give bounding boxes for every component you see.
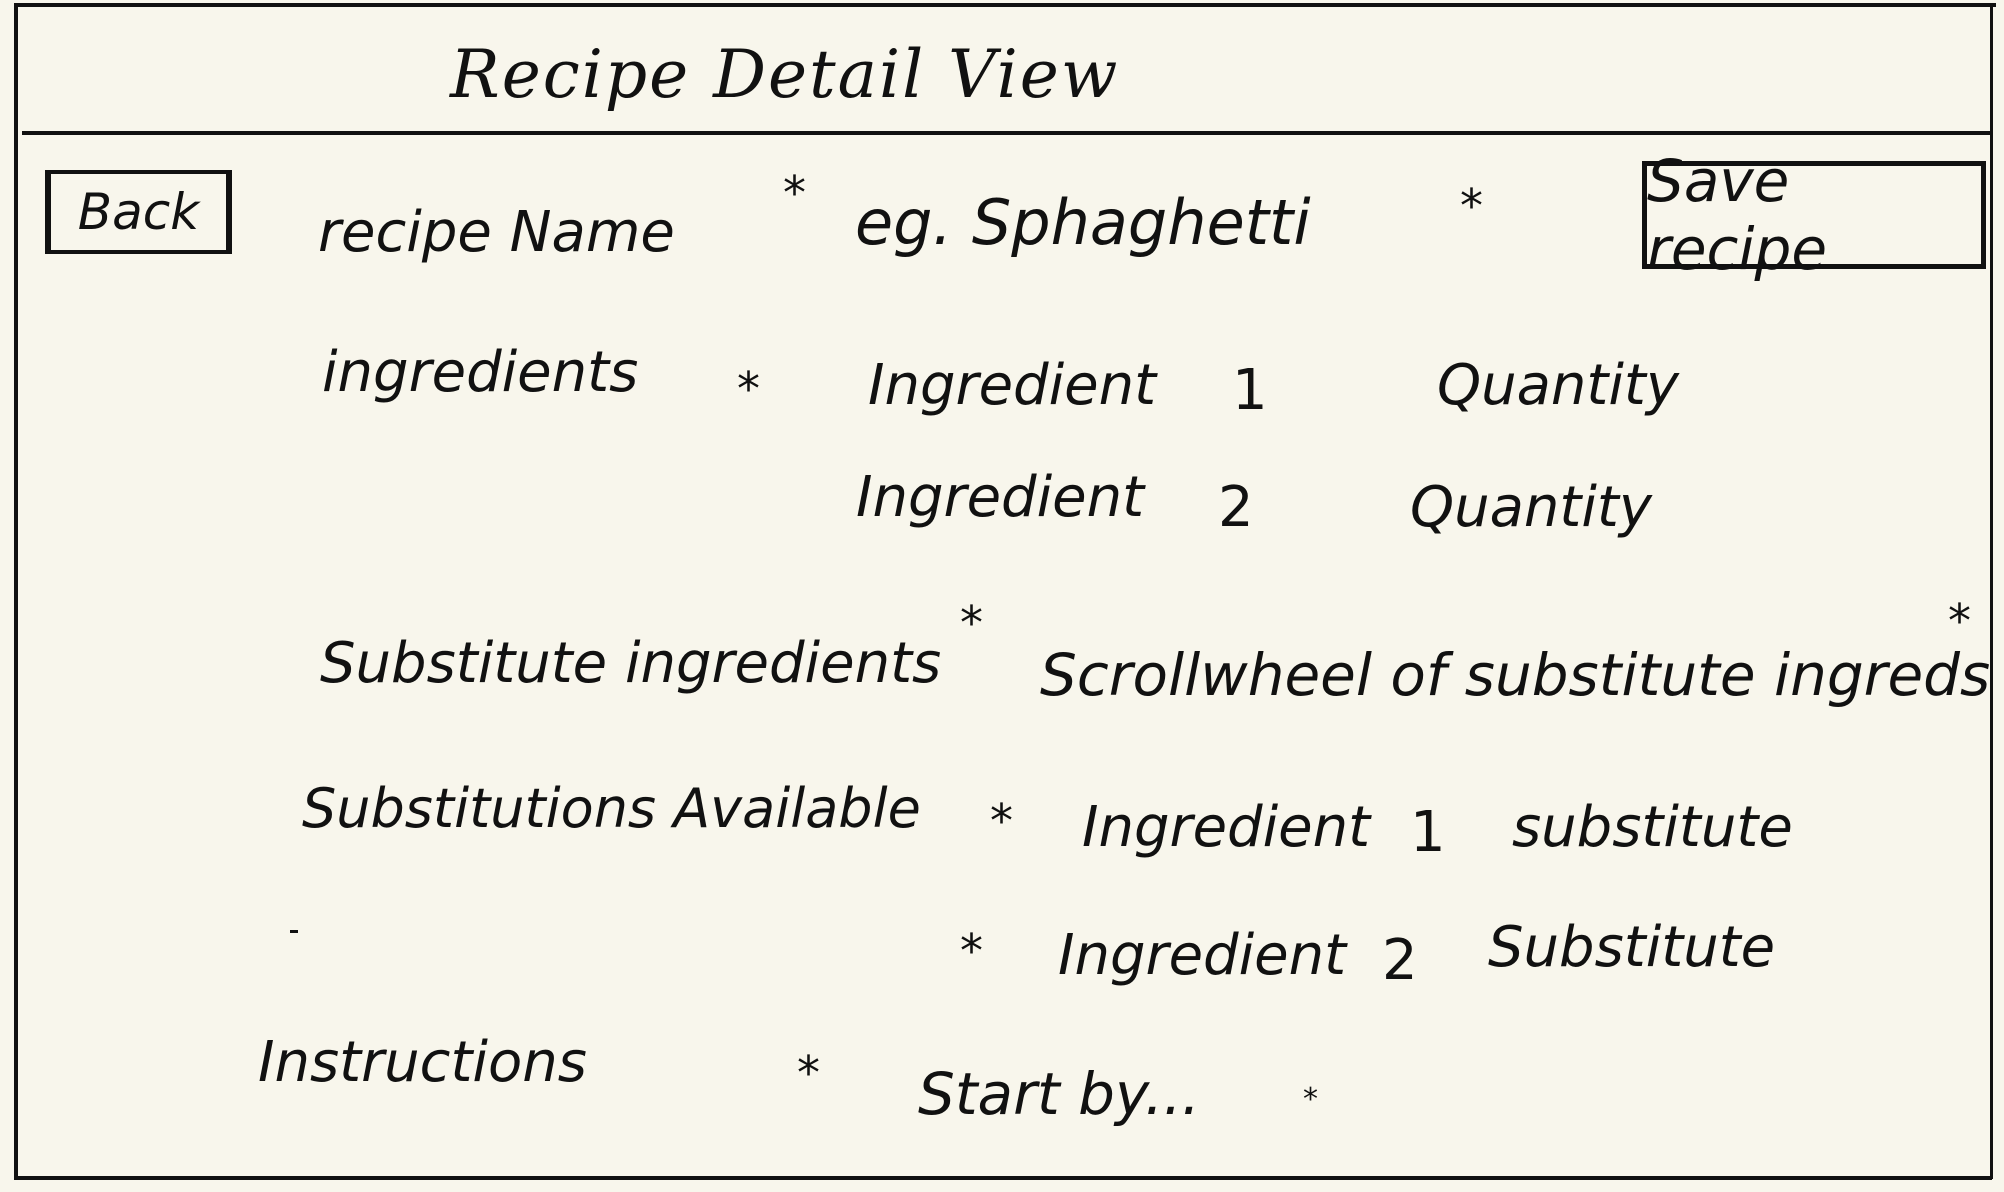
field-marker: * [737,362,760,416]
substitute-ingredients-label: Substitute ingredients [320,631,942,696]
substitute-scrollwheel[interactable]: Scrollwheel of substitute ingreds [1040,641,1991,709]
field-marker: * [990,794,1013,848]
field-marker: * [1460,179,1483,233]
save-recipe-button[interactable]: Save recipe [1642,147,1986,283]
field-marker: * [797,1046,820,1100]
ingredient-number: 1 [1232,358,1268,423]
ingredient-name: Ingredient [856,465,1145,530]
page-title: Recipe Detail View [450,36,1120,113]
instructions-label: Instructions [258,1030,587,1095]
substitution-ingredient-name: Ingredient [1082,795,1371,860]
back-button[interactable]: Back [45,170,232,254]
ingredient-quantity: Quantity [1437,353,1679,418]
ingredient-name: Ingredient [868,353,1157,418]
left-border [14,4,18,1179]
field-marker: * [960,924,983,978]
right-border [1990,4,1993,1179]
substitutions-available-label: Substitutions Available [302,777,921,840]
stray-mark [290,930,298,933]
ingredients-label: ingredients [322,340,639,405]
field-marker: * [960,596,983,650]
substitution-ingredient-number: 1 [1410,800,1446,865]
substitution-ingredient-number: 2 [1382,928,1418,993]
recipe-name-input[interactable]: eg. Sphaghetti [855,186,1311,259]
ingredient-quantity: Quantity [1410,475,1652,540]
substitution-value: Substitute [1488,915,1776,980]
ingredient-number: 2 [1218,475,1254,540]
field-marker: * [1948,594,1971,648]
field-marker: * [783,166,806,220]
recipe-name-label: recipe Name [318,200,675,265]
top-border [14,3,1996,7]
substitution-value: substitute [1512,795,1793,860]
field-marker: * [1303,1082,1318,1117]
bottom-border [14,1176,1992,1180]
header-divider [22,131,1992,135]
instructions-field[interactable]: Start by... [918,1060,1201,1128]
substitution-ingredient-name: Ingredient [1058,923,1347,988]
